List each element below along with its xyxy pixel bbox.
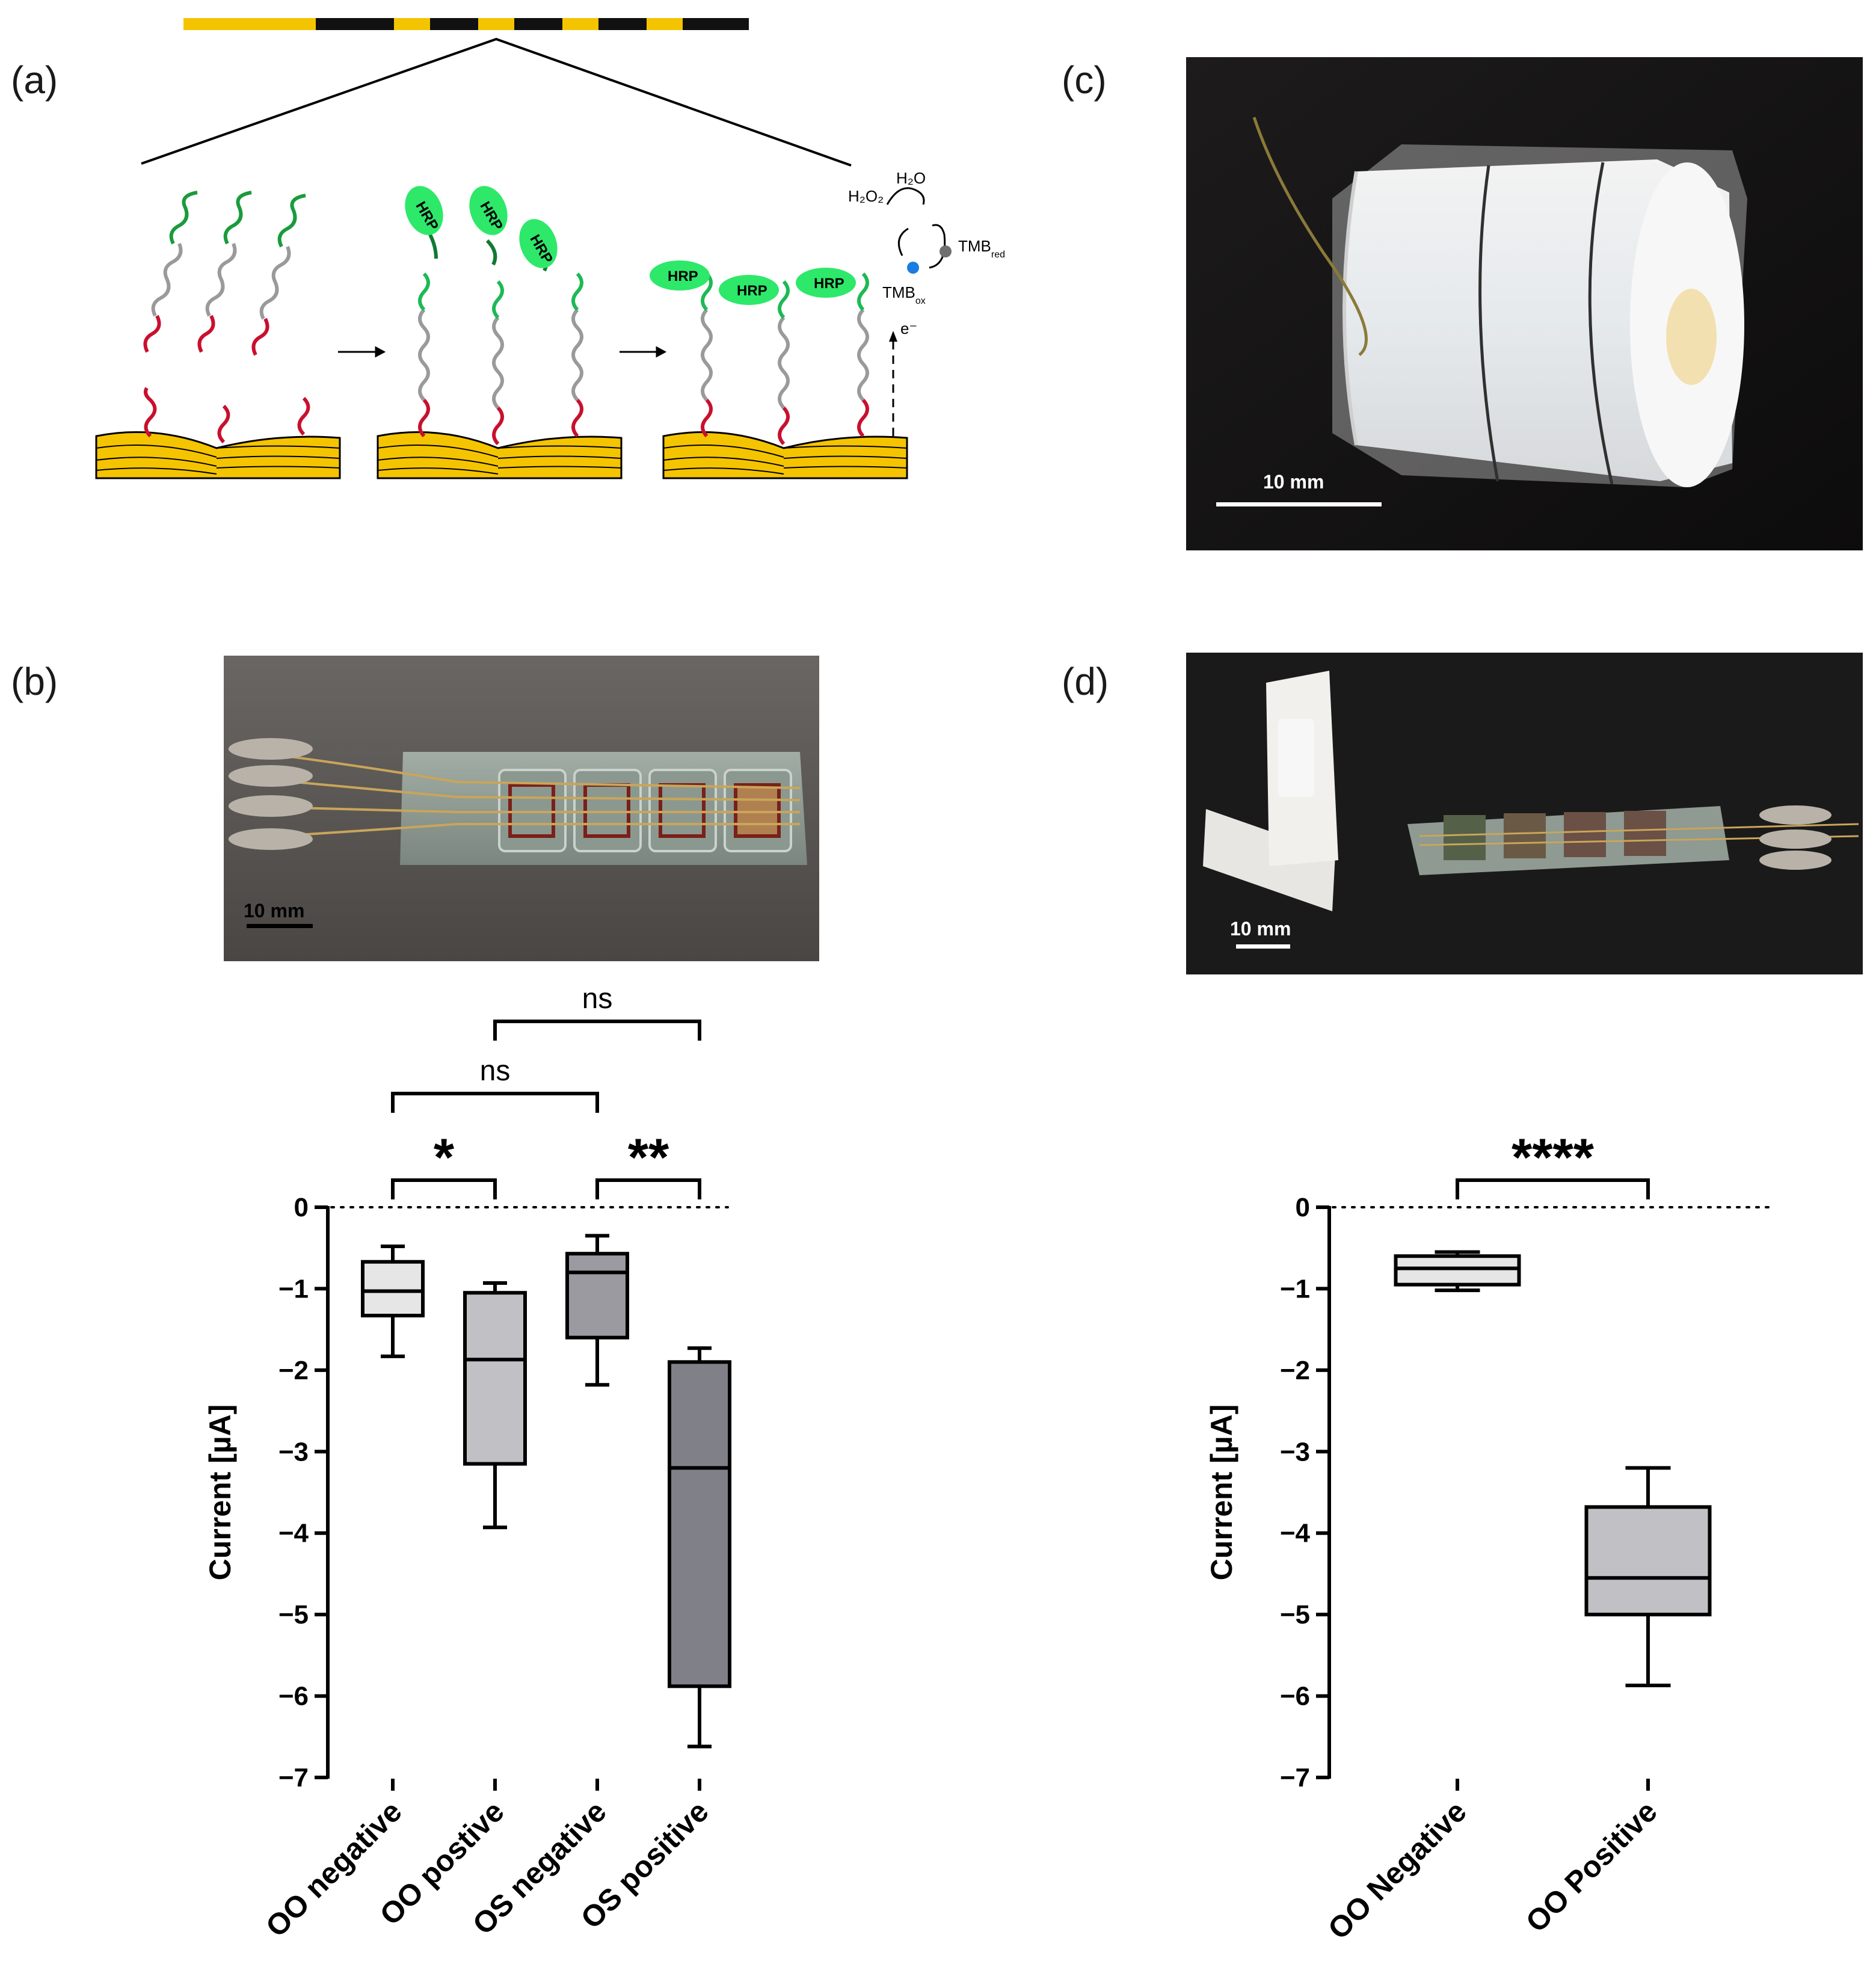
photo-slide: 10 mm [224, 656, 819, 961]
box-2: OO Positive [1519, 1466, 1712, 1939]
y-tick-label: −6 [1280, 1682, 1310, 1711]
y-tick-label: −4 [1280, 1519, 1311, 1548]
gold-surface-3 [662, 431, 908, 479]
y-tick-label: −6 [278, 1682, 309, 1711]
y-tick-label: −1 [278, 1274, 309, 1303]
gold-surface-1 [95, 431, 341, 479]
box-iqr [668, 1360, 731, 1688]
y-tick-label: −2 [1280, 1356, 1310, 1385]
y-tick-label: −3 [278, 1437, 309, 1466]
chart-d: 0 −1 −2 −3 −4 −5 −6 −7 Current [µA] OO Negative OO… [1205, 1127, 1770, 1946]
svg-text:HRP: HRP [737, 283, 767, 299]
y-tick-label: −7 [1280, 1763, 1310, 1793]
tmb-ox-dot [907, 262, 919, 274]
y-axis-title: Current [µA] [1205, 1405, 1238, 1581]
hrp-enzymes-step2: HRP HRP HRP [405, 186, 558, 268]
box-iqr [565, 1252, 629, 1340]
bracket-line [1456, 1178, 1650, 1199]
h2o-label: H₂O [896, 169, 926, 187]
y-tick-label: −2 [278, 1356, 309, 1385]
schematic: HRP HRP HRP HRP HRP HRP [95, 18, 1005, 479]
striped-wire [183, 18, 749, 30]
electron-transfer-arrow: e⁻ [889, 319, 917, 436]
y-tick-label: −3 [1280, 1437, 1310, 1466]
capture-probes [144, 387, 310, 444]
significance-bracket: ns [493, 983, 701, 1041]
significance-label: **** [1512, 1127, 1595, 1187]
bracket-line [391, 1178, 497, 1199]
significance-label: * [434, 1127, 455, 1187]
significance-bracket: **** [1456, 1127, 1650, 1199]
y-tick-label: −4 [278, 1519, 309, 1548]
y-tick-label: −1 [1280, 1274, 1310, 1303]
target-strands [143, 191, 306, 356]
significance-bracket: * [391, 1127, 497, 1199]
svg-text:HRP: HRP [668, 268, 698, 285]
tmb-red-dot [940, 245, 952, 257]
assembled-duplexes [701, 272, 869, 446]
svg-text:HRP: HRP [814, 275, 844, 292]
bracket-line [391, 1092, 599, 1113]
bracket-line [493, 1020, 701, 1041]
significance-bracket: ** [595, 1127, 701, 1199]
tmb-ox-label: TMBox [882, 283, 926, 306]
hrp-enzymes-step3: HRP HRP HRP [650, 260, 856, 305]
photo-setup: 10 mm [1186, 653, 1863, 974]
gold-surface-2 [377, 431, 623, 479]
significance-label: ns [480, 1055, 511, 1087]
zoom-lines [141, 37, 852, 167]
panel-label-b: (b) [11, 660, 58, 703]
y-tick-label: 0 [294, 1193, 309, 1222]
y-tick-label: 0 [1296, 1193, 1310, 1222]
box-iqr [463, 1291, 527, 1466]
step-arrows [338, 346, 667, 358]
panel-label-a: (a) [11, 58, 58, 102]
y-tick-label: −7 [278, 1763, 309, 1793]
box-iqr [1394, 1254, 1521, 1287]
h2o2-label: H₂O₂ [848, 187, 884, 205]
redox-cycle: H₂O₂ H₂O TMBred TMBox [848, 169, 1005, 306]
bracket-line [595, 1178, 701, 1199]
box-2: OO postive [374, 1281, 527, 1931]
panel-label-d: (d) [1062, 660, 1109, 703]
significance-label: ** [628, 1127, 669, 1187]
photo-cylinder: 10 mm [1186, 57, 1863, 550]
significance-bracket: ns [391, 1055, 599, 1113]
svg-text:e⁻: e⁻ [900, 319, 917, 337]
significance-label: ns [582, 983, 613, 1015]
box-iqr [1584, 1505, 1712, 1617]
scale-bar-c: 10 mm [1263, 471, 1324, 493]
x-tick-label: OO Positive [1519, 1794, 1664, 1939]
y-axis-title: Current [µA] [203, 1405, 237, 1581]
box-iqr [361, 1260, 425, 1318]
tmb-red-label: TMBred [958, 237, 1005, 260]
chart-b: 0 −1 −2 −3 −4 −5 −6 −7 Current [µA] OO negativeOO… [203, 983, 731, 1943]
y-tick-label: −5 [1280, 1600, 1310, 1629]
box-1: OO negative [259, 1245, 425, 1943]
hybridized-duplexes [418, 233, 583, 446]
box-4: OS positive [574, 1346, 731, 1935]
y-tick-label: −5 [278, 1600, 309, 1629]
scale-bar-d: 10 mm [1230, 918, 1291, 940]
panel-label-c: (c) [1062, 58, 1107, 102]
x-tick-label: OO Negative [1321, 1794, 1473, 1946]
box-1: OO Negative [1321, 1250, 1521, 1946]
scale-bar-b: 10 mm [244, 900, 304, 922]
